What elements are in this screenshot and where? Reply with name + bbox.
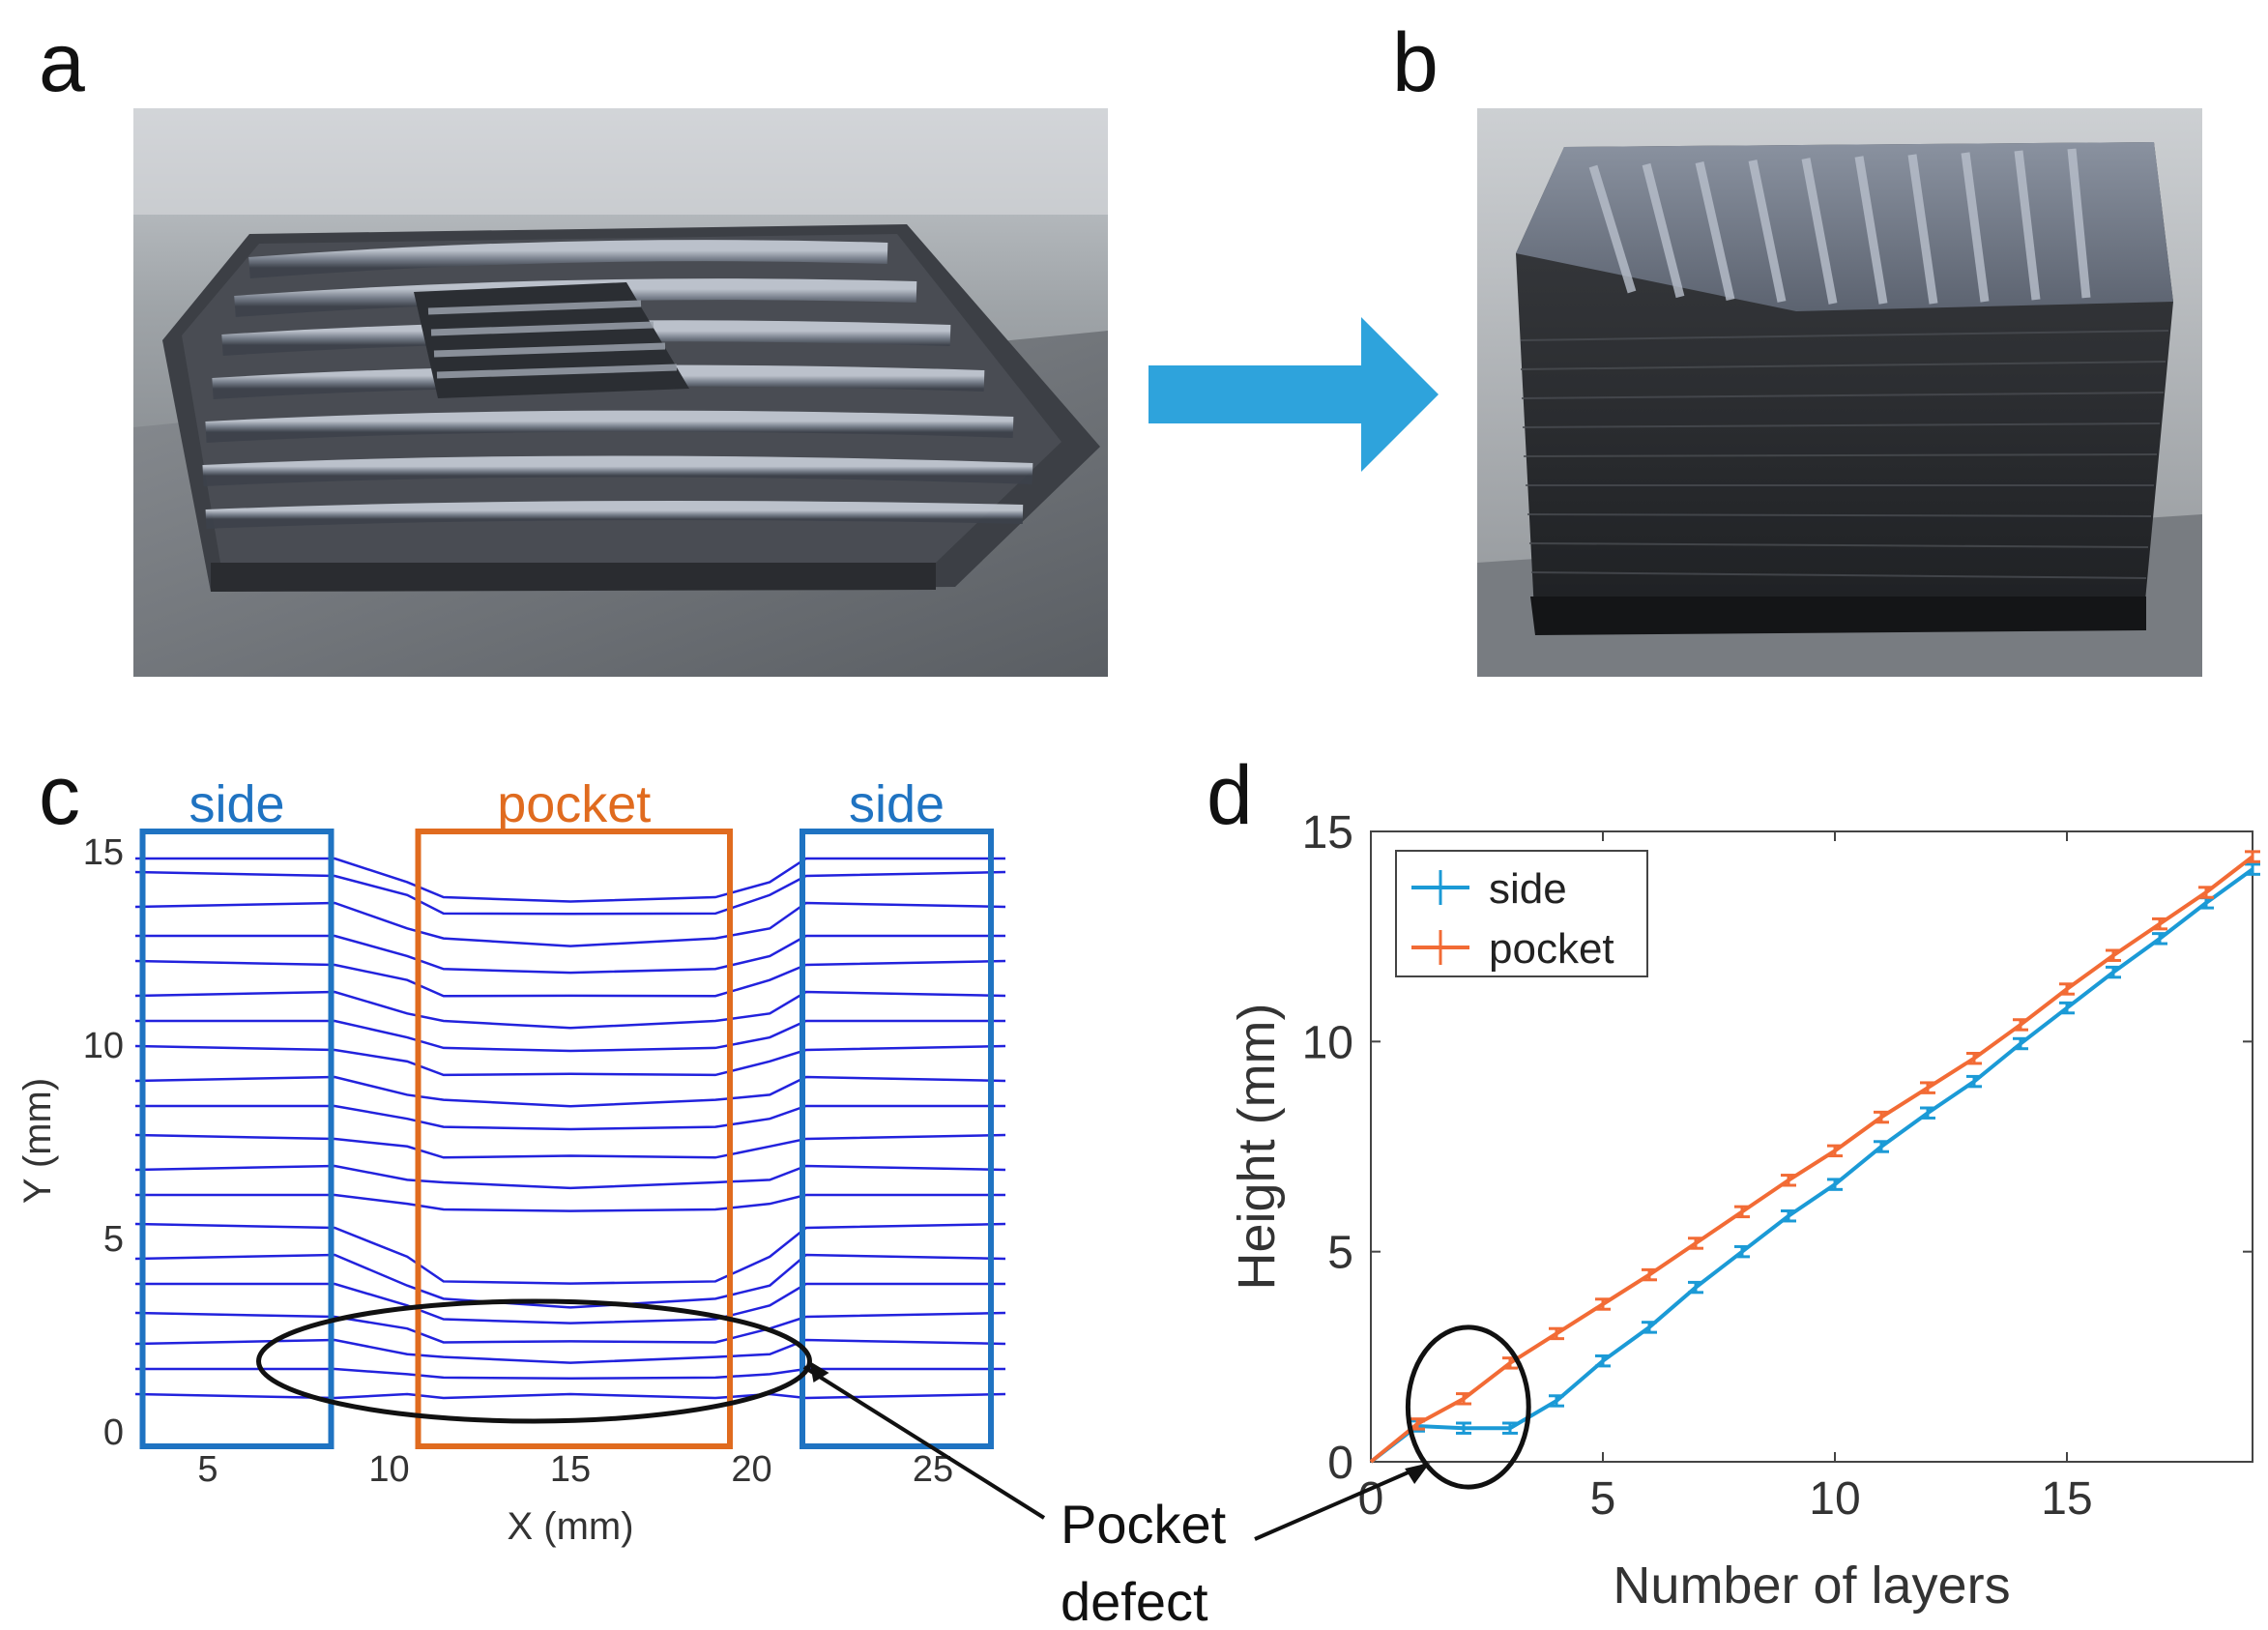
profile-line [135, 1104, 1005, 1131]
x-axis-label-d: Number of layers [1613, 1557, 2010, 1615]
legend-box-d [1395, 850, 1648, 977]
y-tick-label-c: 0 [103, 1412, 124, 1453]
profile-line [135, 1019, 1005, 1053]
y-tick-label-c: 10 [83, 1026, 124, 1066]
profile-line [134, 870, 1006, 916]
profile-line [134, 1133, 1006, 1159]
defect-ellipse-d [1405, 1324, 1531, 1490]
profile-line [134, 1222, 1006, 1285]
y-tick-label-d: 5 [1327, 1228, 1353, 1279]
leader-line-c [802, 1365, 1046, 1520]
panel-label-c: c [39, 749, 80, 842]
profile-line [134, 1392, 1006, 1400]
x-tick-label-d: 5 [1590, 1473, 1616, 1525]
y-axis-label-d: Height (mm) [1228, 1003, 1286, 1290]
profile-line [135, 1282, 1005, 1324]
profile-line [134, 1075, 1006, 1108]
profile-line [134, 1253, 1006, 1309]
leader-arrowhead-d [1405, 1462, 1431, 1484]
y-tick-label-c: 15 [83, 832, 124, 873]
region-label-side: side [849, 775, 945, 833]
profile-line [134, 1311, 1006, 1344]
profile-line [134, 1044, 1006, 1077]
x-tick-label-c: 5 [197, 1449, 218, 1490]
x-axis-label-c: X (mm) [507, 1505, 633, 1548]
arrow-icon [1149, 317, 1439, 472]
profile-line [134, 990, 1006, 1030]
legend-label-pocket: pocket [1489, 925, 1614, 973]
photo-part-with-pocket [133, 108, 1108, 677]
annotation-defect: defect [1061, 1571, 1208, 1630]
panel-label-a: a [39, 16, 85, 109]
profile-line [135, 1367, 1005, 1381]
y-tick-label-c: 5 [103, 1219, 124, 1260]
x-tick-label-c: 20 [731, 1449, 771, 1490]
profile-line [134, 1164, 1006, 1190]
x-tick-label-c: 15 [550, 1449, 591, 1490]
leader-arrowhead-c [809, 1361, 829, 1383]
region-box-side [139, 829, 334, 1449]
x-tick-label-d: 0 [1358, 1473, 1384, 1525]
panel-label-b: b [1392, 16, 1439, 109]
region-label-side: side [189, 775, 284, 833]
y-tick-label-d: 0 [1327, 1438, 1353, 1489]
region-box-pocket [415, 829, 733, 1449]
profile-line [134, 959, 1006, 998]
x-tick-label-d: 15 [2041, 1473, 2092, 1525]
panel-label-d: d [1207, 749, 1253, 842]
photo-completed-part [1477, 108, 2202, 677]
profile-line [135, 857, 1005, 903]
y-axis-label-c: Y (mm) [16, 1078, 59, 1204]
y-tick-label-d: 10 [1302, 1017, 1353, 1068]
plot-frame-d [1370, 830, 2253, 1463]
region-label-pocket: pocket [497, 775, 651, 833]
annotation-pocket: Pocket [1061, 1494, 1227, 1555]
region-box-side [800, 829, 994, 1449]
profile-line [134, 1338, 1006, 1364]
x-tick-label-c: 10 [368, 1449, 409, 1490]
profile-line [134, 901, 1006, 947]
x-tick-label-d: 10 [1809, 1473, 1860, 1525]
y-tick-label-d: 15 [1302, 807, 1353, 859]
profile-line [135, 934, 1005, 975]
leader-line-d [1254, 1463, 1427, 1541]
legend-label-side: side [1489, 865, 1567, 913]
profile-line [135, 1193, 1005, 1212]
